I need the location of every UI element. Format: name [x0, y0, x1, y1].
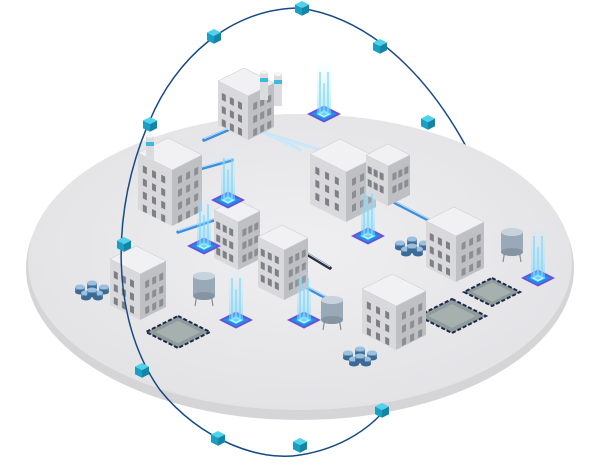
- cube-icon: [375, 403, 389, 418]
- orbit-ring-back: [299, 7, 479, 171]
- pipe: [258, 130, 322, 152]
- data-beam: [297, 264, 311, 320]
- cube-icon: [373, 39, 387, 54]
- data-beam: [221, 144, 235, 200]
- barrel-stack-icon: [343, 346, 377, 367]
- data-beam: [531, 222, 545, 278]
- data-beam: [229, 264, 243, 320]
- data-beam: [197, 190, 211, 246]
- chimney: [274, 72, 282, 106]
- cube-icon: [135, 363, 149, 378]
- tanks-layer: [193, 228, 523, 331]
- barrel-stack-icon: [395, 236, 429, 257]
- storage-tank-icon: [501, 228, 523, 263]
- pipe-highlight: [259, 130, 321, 150]
- cube-icon: [293, 438, 307, 453]
- storage-tank-icon: [193, 272, 215, 307]
- chimney: [146, 134, 154, 160]
- barrels-layer: [75, 236, 429, 367]
- cube-icon: [421, 115, 435, 130]
- pipe: [202, 126, 234, 142]
- data-beam: [361, 180, 375, 236]
- factory-building-icon: [425, 206, 485, 282]
- storage-tank-icon: [321, 296, 343, 331]
- barrel-stack-icon: [75, 280, 109, 301]
- sedimentation-pool-icon: [143, 314, 213, 350]
- cube-icon: [211, 431, 225, 446]
- cube-icon: [207, 29, 221, 44]
- beams-layer: [197, 58, 545, 320]
- cube-icon: [295, 1, 309, 16]
- cube-icon: [143, 117, 157, 132]
- sedimentation-pool-icon: [461, 276, 523, 308]
- factory-building-icon: [109, 245, 167, 320]
- chimney: [260, 70, 268, 100]
- orbit-cubes: [117, 1, 435, 453]
- cube-icon: [117, 237, 131, 252]
- data-beam: [317, 58, 331, 114]
- sedimentation-pool-icon: [415, 297, 489, 335]
- orbit-ring-front: [120, 7, 386, 457]
- factory-building-icon: [213, 198, 261, 270]
- factory-building-icon: [361, 273, 427, 350]
- pools-layer: [143, 276, 523, 350]
